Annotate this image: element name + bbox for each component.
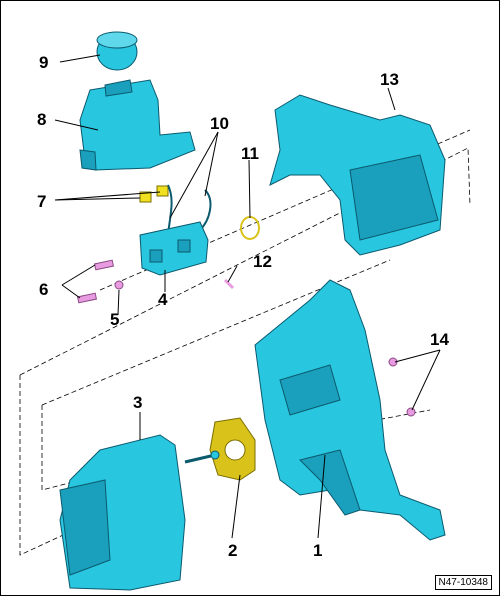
callout-9: 9 bbox=[39, 53, 49, 72]
retaining-clips bbox=[139, 185, 169, 203]
brake-booster bbox=[59, 434, 220, 591]
callout-11: 11 bbox=[241, 144, 259, 163]
callout-4: 4 bbox=[158, 290, 168, 309]
brake-master-cylinder bbox=[139, 221, 209, 276]
callout-12: 12 bbox=[253, 252, 272, 271]
leader-lines bbox=[54, 54, 441, 539]
brake-fluid-reservoir bbox=[79, 79, 196, 171]
pin bbox=[223, 278, 235, 290]
callout-5: 5 bbox=[110, 310, 120, 329]
bolts bbox=[76, 259, 115, 304]
callout-2: 2 bbox=[228, 541, 238, 560]
callout-6: 6 bbox=[39, 280, 49, 299]
mounting-nuts bbox=[388, 357, 416, 417]
pedal-bracket bbox=[254, 279, 446, 541]
callout-13: 13 bbox=[380, 70, 399, 89]
callout-3: 3 bbox=[133, 393, 143, 412]
gasket bbox=[209, 417, 256, 481]
nut bbox=[114, 280, 124, 290]
callout-1: 1 bbox=[313, 541, 323, 560]
heat-shield bbox=[269, 94, 446, 256]
callout-10: 10 bbox=[210, 114, 229, 133]
document-code: N47-10348 bbox=[434, 575, 492, 590]
callout-14: 14 bbox=[430, 330, 449, 349]
callout-7: 7 bbox=[37, 192, 47, 211]
reservoir-cap bbox=[96, 31, 138, 71]
callout-8: 8 bbox=[37, 110, 47, 129]
